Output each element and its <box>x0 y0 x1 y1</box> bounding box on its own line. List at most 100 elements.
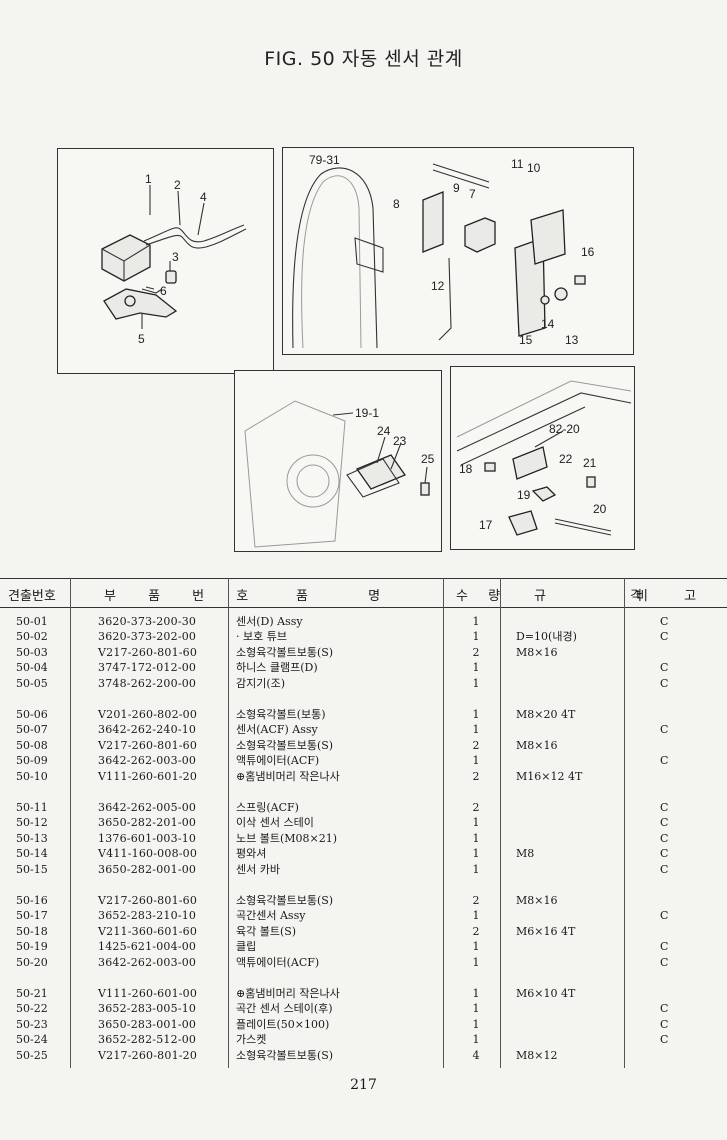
row-number: 50-16 <box>16 894 48 907</box>
row-part-number: 3620-373-202-00 <box>98 630 197 644</box>
callout-5: 5 <box>138 332 145 346</box>
row-note: C <box>660 661 669 675</box>
row-note: C <box>660 676 669 690</box>
callout-23: 23 <box>393 434 407 448</box>
callout-1: 1 <box>145 172 152 186</box>
row-part-name: 평와셔 <box>236 847 267 861</box>
row-quantity: 2 <box>472 801 480 814</box>
row-part-name: 센서(ACF) Assy <box>236 723 318 737</box>
row-part-name: 스프링(ACF) <box>236 801 299 814</box>
row-part-name: 클립 <box>236 940 257 954</box>
row-part-name: ⊕홈냄비머리 작은나사 <box>236 987 340 1000</box>
row-quantity: 1 <box>472 723 480 737</box>
header-quantity: 수 량 <box>456 589 509 604</box>
row-spec: M8×12 <box>516 1048 558 1062</box>
row-part-number: 1376-601-003-10 <box>98 831 197 845</box>
row-number: 50-02 <box>16 630 48 644</box>
header-part-name: 품 명 <box>296 589 409 604</box>
grain-sensor-illustration: 82-20 22 18 21 19 20 17 <box>456 380 632 536</box>
row-part-name: 소형육각볼트보통(S) <box>236 1048 334 1062</box>
row-spec: M8×16 <box>516 738 558 752</box>
row-part-name: 플레이트(50×100) <box>236 1017 330 1031</box>
row-note: C <box>660 955 669 969</box>
callout-17: 17 <box>479 518 493 532</box>
diagram-panel-grain-sensor: 82-20 22 18 21 19 20 17 <box>450 366 635 550</box>
row-spec: M8×20 4T <box>516 708 576 721</box>
row-part-number: 3642-262-003-00 <box>98 754 197 768</box>
row-number: 50-11 <box>16 801 48 814</box>
callout-24: 24 <box>377 424 391 438</box>
figure-title: FIG. 50 자동 센서 관계 <box>264 48 463 70</box>
row-part-number: 3747-172-012-00 <box>98 661 197 675</box>
header-note: 비 고 <box>636 589 713 604</box>
row-part-number: V217-260-801-20 <box>98 1048 198 1062</box>
row-part-number: 3642-262-005-00 <box>98 801 197 814</box>
row-part-name: 이삭 센서 스테이 <box>236 816 314 830</box>
row-spec: M8×16 <box>516 894 558 907</box>
row-quantity: 1 <box>472 754 480 768</box>
row-quantity: 1 <box>472 862 480 876</box>
row-number: 50-10 <box>16 769 48 783</box>
row-note: C <box>660 1002 669 1016</box>
row-part-number: 3652-283-005-10 <box>98 1002 197 1016</box>
row-part-number: 3748-262-200-00 <box>98 676 197 690</box>
row-part-number: 3652-283-210-10 <box>98 909 197 923</box>
callout-20: 20 <box>593 502 607 516</box>
row-number: 50-03 <box>16 645 48 659</box>
row-quantity: 1 <box>472 831 480 845</box>
row-part-name: 소형육각볼트보통(S) <box>236 894 334 907</box>
table-header: 견출번호 부 품 번 호 품 명 수 량 규 격 비 고 <box>0 578 727 608</box>
callout-8: 8 <box>393 197 400 211</box>
row-part-number: V111-260-601-20 <box>98 769 198 783</box>
row-part-number: 3620-373-200-30 <box>98 615 197 628</box>
row-number: 50-21 <box>16 987 48 1000</box>
callout-12: 12 <box>431 279 445 293</box>
callout-19: 19 <box>517 488 531 502</box>
callout-2: 2 <box>174 178 181 192</box>
row-part-name: 센서 카바 <box>236 862 280 876</box>
callout-16: 16 <box>581 245 595 259</box>
row-spec: M16×12 4T <box>516 769 583 783</box>
row-part-number: 3650-282-001-00 <box>98 862 197 876</box>
row-quantity: 1 <box>472 816 480 830</box>
row-part-name: 곡간 센서 스테이(후) <box>236 1002 333 1016</box>
diagram-panel-plate: 19-1 24 23 25 <box>234 370 442 552</box>
row-note: C <box>660 847 669 861</box>
row-number: 50-12 <box>16 816 48 830</box>
row-part-name: ⊕홈냄비머리 작은나사 <box>236 769 340 783</box>
row-part-number: V217-260-801-60 <box>98 894 198 907</box>
row-number: 50-13 <box>16 831 48 845</box>
sensor-acf-illustration: 79-31 9 11 10 8 7 16 12 14 15 13 <box>292 153 595 349</box>
row-quantity: 1 <box>472 940 480 954</box>
callout-14: 14 <box>541 317 555 331</box>
row-part-number: 1425-621-004-00 <box>98 940 197 954</box>
row-number: 50-22 <box>16 1002 48 1016</box>
row-number: 50-17 <box>16 909 48 923</box>
row-part-number: V217-260-801-60 <box>98 645 198 659</box>
row-spec: D=10(내경) <box>516 630 577 644</box>
row-note: C <box>660 723 669 737</box>
column-divider <box>500 578 501 1068</box>
row-part-number: V217-260-801-60 <box>98 738 198 752</box>
row-quantity: 1 <box>472 847 480 861</box>
row-number: 50-09 <box>16 754 48 768</box>
header-no: 견출번호 <box>8 589 56 604</box>
row-number: 50-04 <box>16 661 48 675</box>
row-quantity: 1 <box>472 1017 480 1031</box>
row-number: 50-08 <box>16 738 48 752</box>
callout-15: 15 <box>519 333 533 347</box>
row-part-name: 액튜에이터(ACF) <box>236 955 320 969</box>
